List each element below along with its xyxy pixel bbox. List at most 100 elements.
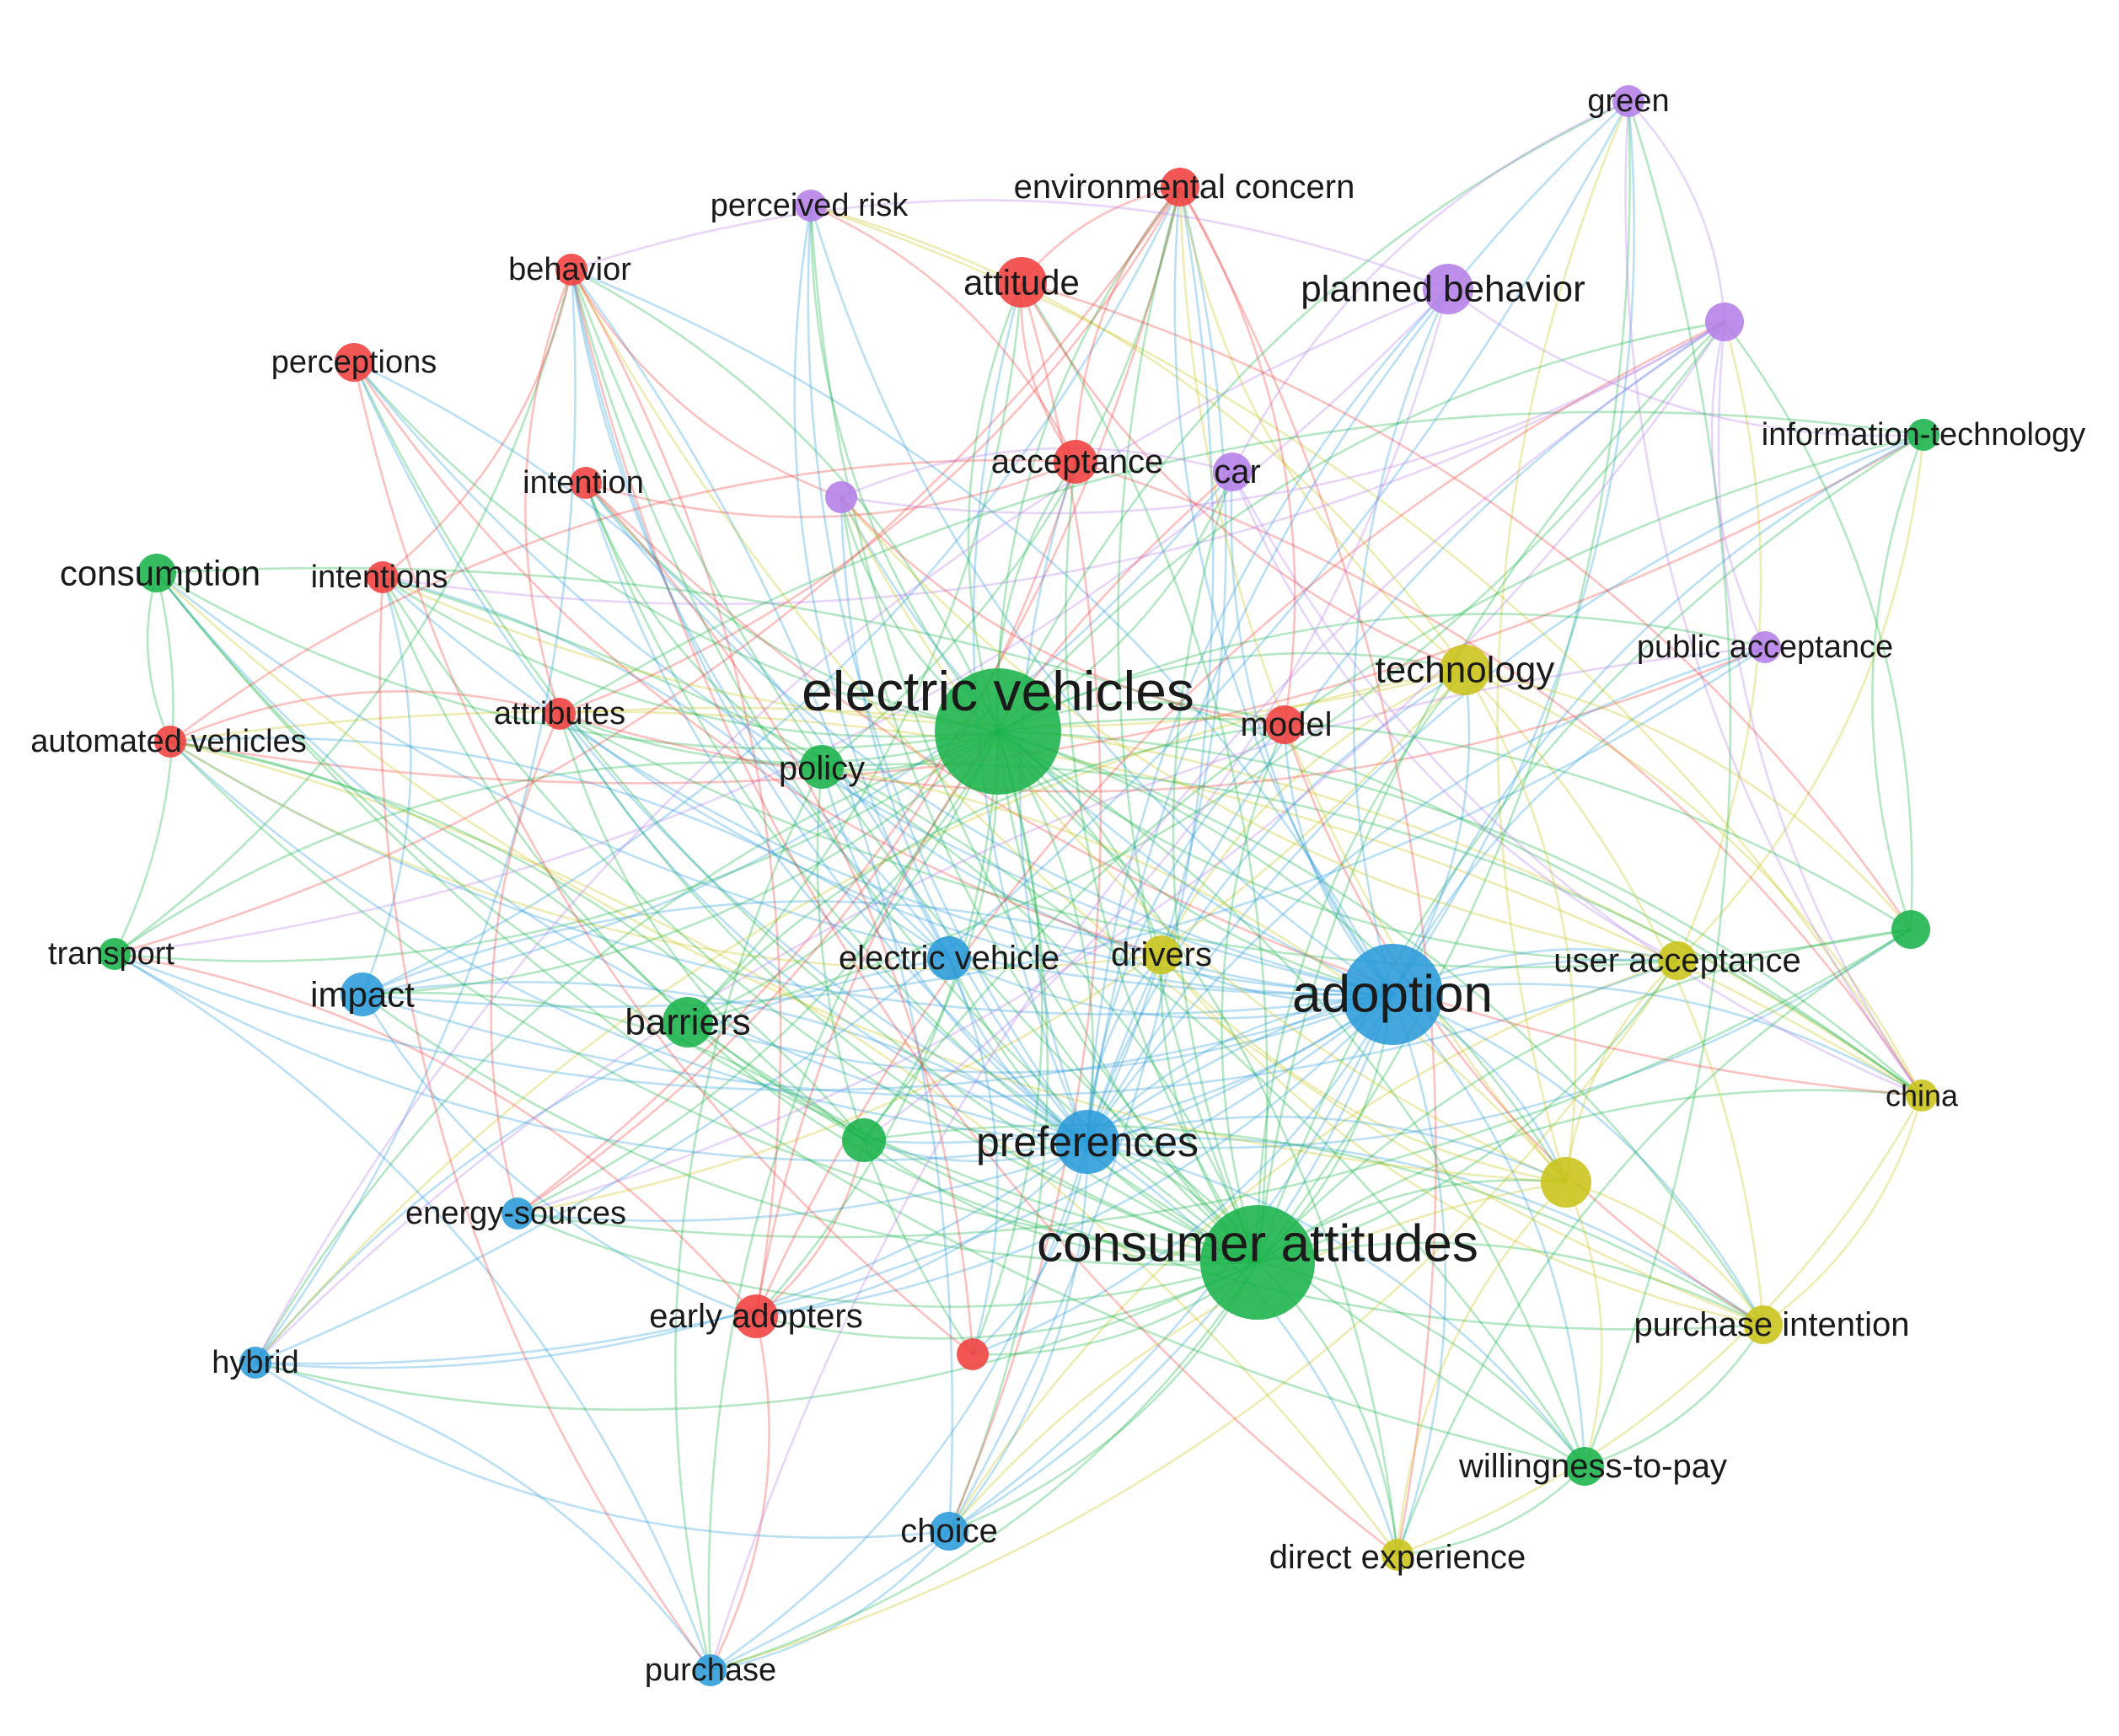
node-energy-sources[interactable] (502, 1198, 534, 1230)
edge-automated-vehicles-information-technology (169, 433, 1924, 785)
edge-perceptions-electric-vehicles (353, 362, 999, 733)
label-acceptance: acceptance (991, 443, 1164, 480)
label-consumer-attitudes: consumer attitudes (1037, 1215, 1478, 1273)
edge-unlabeled-red-1-intention (585, 482, 974, 1355)
edge-model-consumer-attitudes (1220, 724, 1286, 1263)
node-technology[interactable] (1440, 645, 1490, 695)
node-choice[interactable] (930, 1512, 968, 1551)
node-preferences[interactable] (1055, 1110, 1119, 1174)
edge-unlabeled-green-1-automated-vehicles (169, 740, 865, 1141)
edge-unlabeled-yellow-1-policy (821, 765, 1567, 1183)
node-electric-vehicles[interactable] (935, 668, 1061, 795)
edge-unlabeled-green-1-planned-behavior (863, 288, 1450, 1142)
edge-technology-perceived-risk (810, 204, 1467, 671)
edge-environmental-concern-technology (1178, 186, 1466, 672)
node-unlabeled-yellow-1[interactable] (1541, 1157, 1591, 1208)
edge-acceptance-perceived-risk (810, 204, 1077, 463)
edge-electric-vehicles-behavior (571, 268, 1000, 732)
label-planned-behavior: planned behavior (1301, 269, 1585, 310)
edge-information-technology-preferences (1086, 433, 1924, 1143)
node-transport[interactable] (99, 938, 131, 970)
edge-behavior-purchase-intention (570, 269, 1764, 1326)
edge-unlabeled-green-2-unlabeled-purple-1 (1723, 321, 1913, 930)
edge-behavior-preferences (570, 269, 1088, 1144)
node-electric-vehicle[interactable] (927, 936, 971, 980)
node-behavior[interactable] (555, 254, 587, 286)
node-direct-experience[interactable] (1381, 1539, 1414, 1571)
node-china[interactable] (1906, 1080, 1938, 1112)
edge-consumption-unlabeled-yellow-1 (156, 572, 1567, 1184)
edge-unlabeled-red-1-electric-vehicle (947, 957, 999, 1355)
node-willingness-to-pay[interactable] (1565, 1447, 1604, 1486)
node-intentions[interactable] (367, 561, 399, 593)
node-public-acceptance[interactable] (1749, 631, 1781, 663)
edge-energy-sources-electric-vehicles (517, 731, 1000, 1215)
node-automated-vehicles[interactable] (154, 726, 186, 758)
node-consumption[interactable] (137, 554, 176, 592)
edge-purchase-hybrid (255, 1361, 712, 1671)
edge-perceptions-drivers (352, 362, 1162, 956)
node-intention[interactable] (570, 467, 602, 499)
node-acceptance[interactable] (1054, 440, 1097, 484)
node-attitude[interactable] (996, 257, 1047, 308)
label-perceived-risk: perceived risk (711, 188, 909, 223)
node-barriers[interactable] (663, 997, 713, 1047)
edge-information-technology-unlabeled-green-2 (1871, 434, 1925, 930)
edge-choice-environmental-concern (947, 186, 1215, 1532)
node-purchase-intention[interactable] (1744, 1305, 1783, 1344)
node-car[interactable] (1213, 453, 1252, 491)
edge-unlabeled-green-1-adoption (863, 993, 1393, 1144)
edge-attributes-preferences (558, 713, 1088, 1144)
node-unlabeled-purple-2[interactable] (825, 481, 857, 513)
edge-unlabeled-red-1-adoption (972, 994, 1394, 1356)
node-planned-behavior[interactable] (1423, 264, 1473, 314)
label-early-adopters: early adopters (649, 1298, 862, 1335)
edge-transport-planned-behavior (114, 288, 1449, 956)
label-energy-sources: energy-sources (405, 1196, 626, 1231)
edge-user-acceptance-choice (947, 959, 1678, 1532)
node-unlabeled-purple-1[interactable] (1705, 303, 1744, 341)
edge-direct-experience-environmental-concern (1178, 186, 1437, 1556)
node-consumer-attitudes[interactable] (1200, 1205, 1315, 1320)
edge-environmental-concern-adoption (1173, 186, 1394, 995)
edge-green-electric-vehicles (996, 99, 1629, 732)
edge-car-user-acceptance (1231, 471, 1678, 962)
node-impact[interactable] (341, 972, 384, 1016)
edge-attitude-electric-vehicles (967, 281, 1023, 732)
node-perceived-risk[interactable] (795, 190, 827, 222)
edge-preferences-environmental-concern (1086, 186, 1227, 1143)
node-information-technology[interactable] (1907, 419, 1939, 451)
edge-transport-preferences (114, 952, 1088, 1162)
edge-impact-car (362, 471, 1234, 996)
edge-technology-hybrid (255, 668, 1466, 1364)
network-edges (113, 99, 1925, 1672)
node-purchase[interactable] (695, 1654, 727, 1686)
node-early-adopters[interactable] (734, 1294, 778, 1338)
node-green[interactable] (1612, 85, 1644, 117)
node-drivers[interactable] (1142, 935, 1181, 974)
node-attributes[interactable] (544, 698, 576, 730)
label-technology: technology (1376, 650, 1555, 691)
edge-automated-vehicles-preferences (169, 741, 1088, 1144)
node-policy[interactable] (800, 745, 844, 789)
edge-purchase-early-adopters (709, 1315, 770, 1671)
edge-energy-sources-consumer-attitudes (517, 1212, 1258, 1308)
node-model[interactable] (1265, 705, 1304, 744)
edge-information-technology-attributes (559, 410, 1924, 715)
node-perceptions[interactable] (335, 343, 373, 382)
node-unlabeled-red-1[interactable] (957, 1338, 989, 1370)
edge-attributes-automated-vehicles (169, 689, 561, 743)
edge-green-unlabeled-yellow-1 (1496, 100, 1630, 1183)
node-hybrid[interactable] (239, 1347, 271, 1379)
edge-consumer-attitudes-user-acceptance (1257, 960, 1679, 1264)
edge-adoption-green (1391, 100, 1635, 995)
edge-transport-adoption (114, 952, 1393, 1091)
node-unlabeled-green-2[interactable] (1891, 910, 1930, 949)
edge-purchase-transport (114, 952, 712, 1671)
node-environmental-concern[interactable] (1161, 168, 1199, 206)
node-adoption[interactable] (1342, 944, 1443, 1045)
node-unlabeled-green-1[interactable] (842, 1118, 886, 1162)
edge-choice-consumer-attitudes (948, 1262, 1259, 1533)
node-user-acceptance[interactable] (1658, 941, 1697, 980)
edge-willingness-to-pay-adoption (1392, 994, 1586, 1467)
